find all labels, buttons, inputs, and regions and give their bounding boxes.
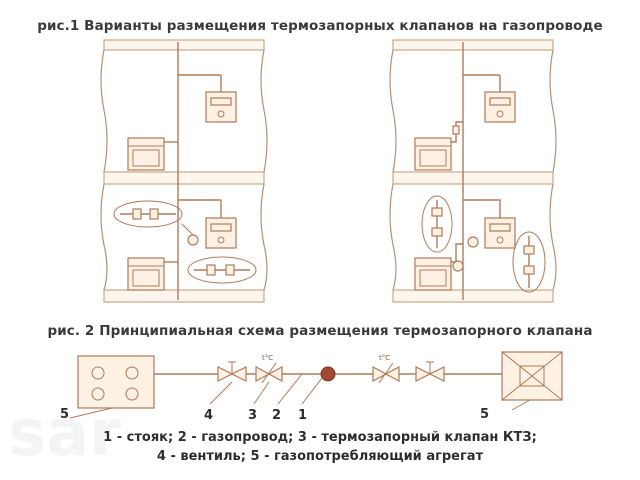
valve-marker-right-1: [467, 236, 479, 248]
callout-valve-detail-right-1: [421, 195, 453, 253]
wall-right-lower: [260, 183, 268, 291]
wall-right-upper: [260, 49, 268, 173]
stove-icon-lower-right: [414, 257, 452, 291]
valve-4-left: [217, 361, 247, 382]
callout-valve-detail-left-1: [113, 200, 183, 228]
slab-mid-left: [103, 171, 265, 185]
label-2: 2: [272, 408, 281, 423]
legend-line-2: 4 - вентиль; 5 - газопотребляющий агрега…: [156, 449, 484, 464]
building-left: [100, 39, 268, 303]
callout-valve-detail-left-2: [187, 256, 257, 284]
slab-bottom-left: [103, 289, 265, 303]
svg-text:t°C: t°C: [379, 354, 390, 362]
slab-bottom-right: [392, 289, 554, 303]
label-4: 4: [204, 408, 213, 423]
label-1: 1: [298, 408, 307, 423]
svg-text:t°C: t°C: [262, 354, 273, 362]
valve-marker-right-2: [452, 260, 464, 272]
label-5-right: 5: [480, 407, 489, 422]
building-right: [389, 39, 557, 303]
slab-top-right: [392, 39, 554, 51]
slab-top-left: [103, 39, 265, 51]
stove-icon-lower-left: [127, 257, 165, 291]
label-3: 3: [248, 408, 257, 423]
wall-left-lower: [100, 183, 108, 291]
thermo-valve-right: t°C: [372, 354, 400, 384]
label-5-left: 5: [60, 407, 69, 422]
watermark: sar: [8, 397, 121, 471]
legend-line-1: 1 - стояк; 2 - газопровод; 3 - термозапо…: [103, 430, 537, 445]
riser-node: [320, 366, 336, 382]
appliance-stove-box: [77, 355, 155, 409]
figure1-title: рис.1 Варианты размещения термозапорных …: [37, 18, 603, 34]
wall-left-upper: [100, 49, 108, 173]
thermo-valve-3-left: t°C: [255, 354, 283, 384]
stove-icon-upper-right: [414, 137, 452, 171]
figure2-title: рис. 2 Принципиальная схема размещения т…: [47, 323, 593, 339]
valve-right: [415, 361, 445, 382]
slab-mid-right: [392, 171, 554, 185]
callout-valve-detail-right-2: [512, 231, 546, 293]
stove-icon-upper-left: [127, 137, 165, 171]
